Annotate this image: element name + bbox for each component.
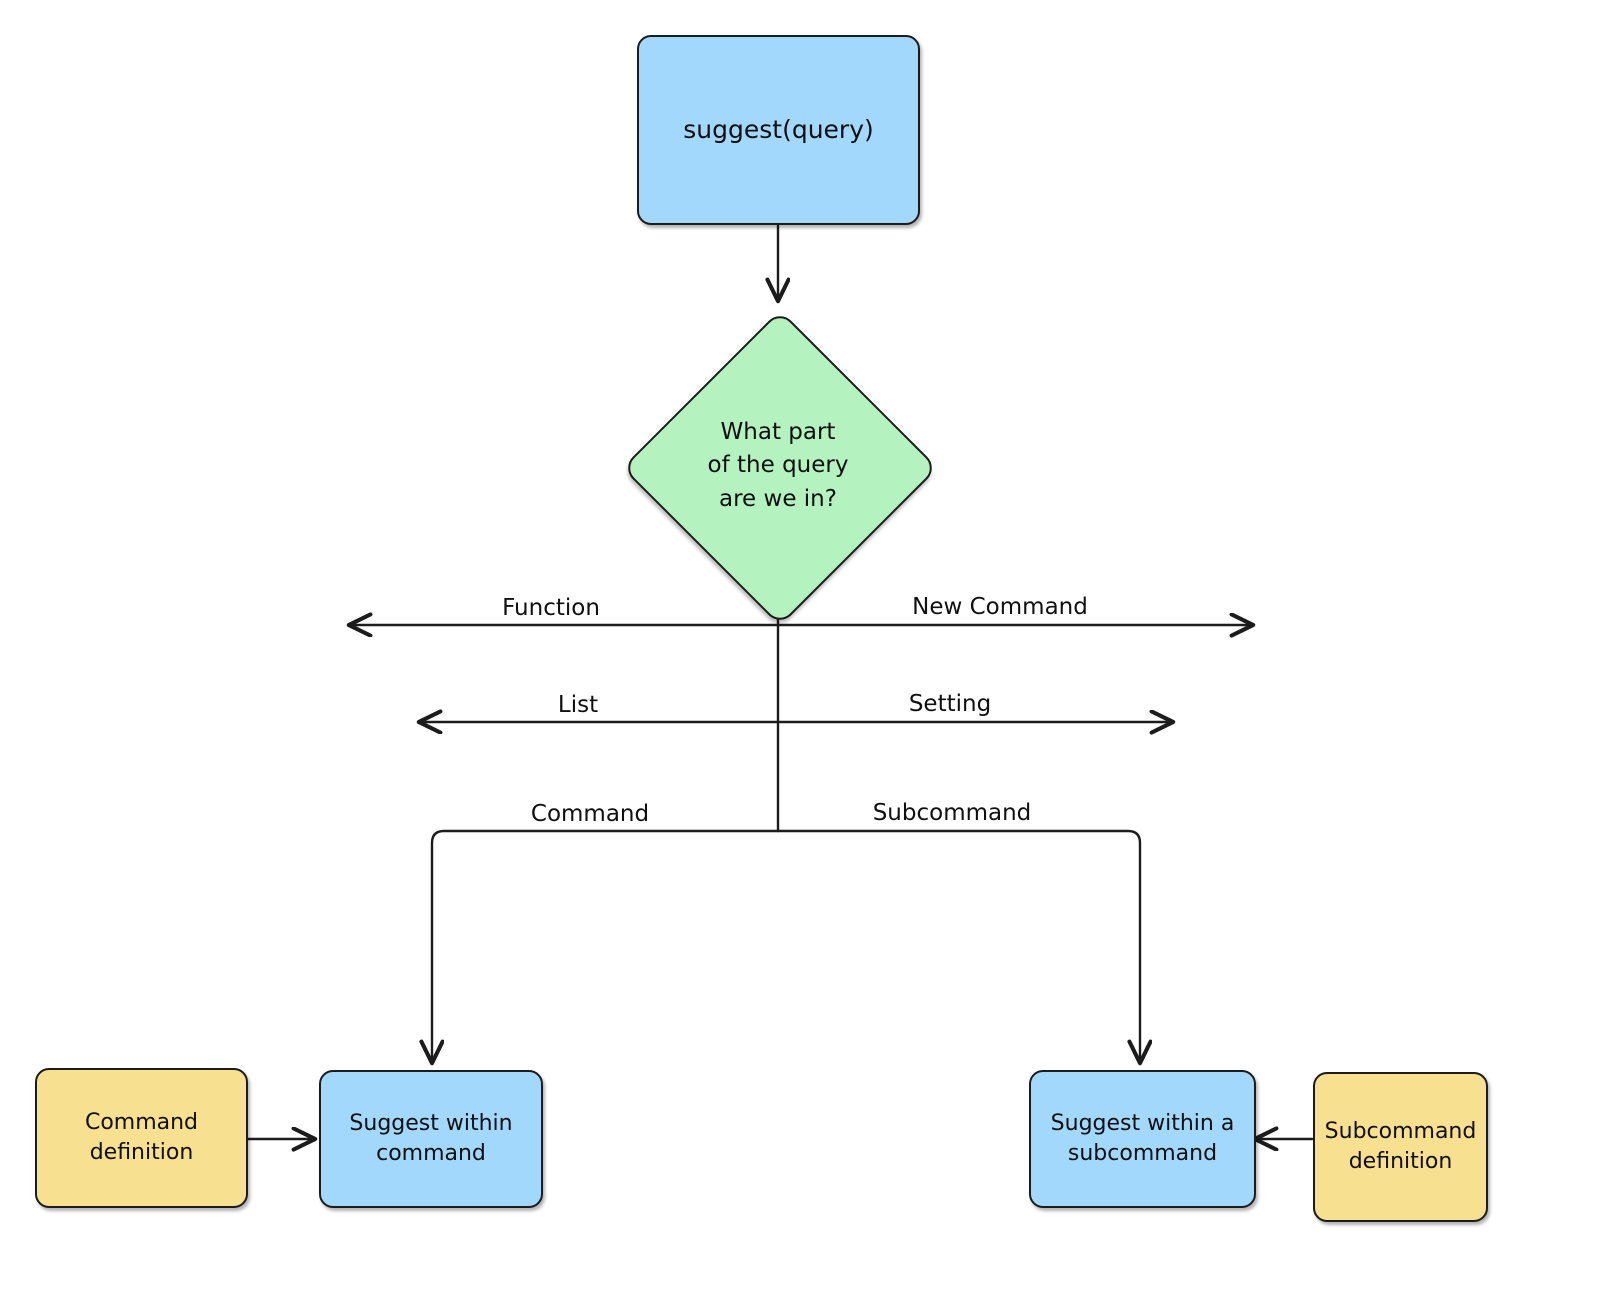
node-suggest-within-subcommand[interactable]: Suggest within a subcommand — [1029, 1070, 1256, 1208]
node-command-definition-label: Command definition — [84, 1110, 199, 1165]
node-command-definition[interactable]: Command definition — [35, 1068, 248, 1208]
node-suggest-within-command[interactable]: Suggest within command — [319, 1070, 543, 1208]
edge-subcommand — [776, 829, 1140, 1062]
edge-label-command: Command — [530, 801, 650, 827]
node-subcommand-definition-label: Subcommand definition — [1324, 1119, 1477, 1174]
edge-label-new-command: New Command — [912, 594, 1088, 620]
node-suggest-query[interactable]: suggest(query) — [637, 35, 920, 225]
edge-label-list: List — [557, 692, 599, 718]
node-suggest-within-command-label: Suggest within command — [349, 1111, 513, 1166]
edge-label-subcommand: Subcommand — [872, 800, 1032, 826]
node-decision-what-part-of-query[interactable]: What part of the query are we in? — [621, 309, 939, 627]
node-suggest-within-subcommand-label: Suggest within a subcommand — [1050, 1111, 1235, 1166]
node-decision-label: What part of the query are we in? — [707, 418, 849, 512]
node-subcommand-definition[interactable]: Subcommand definition — [1313, 1072, 1488, 1222]
edge-label-setting: Setting — [908, 691, 992, 717]
edge-command — [432, 829, 780, 1062]
edge-label-function: Function — [502, 595, 600, 621]
node-suggest-query-label: suggest(query) — [683, 115, 874, 145]
